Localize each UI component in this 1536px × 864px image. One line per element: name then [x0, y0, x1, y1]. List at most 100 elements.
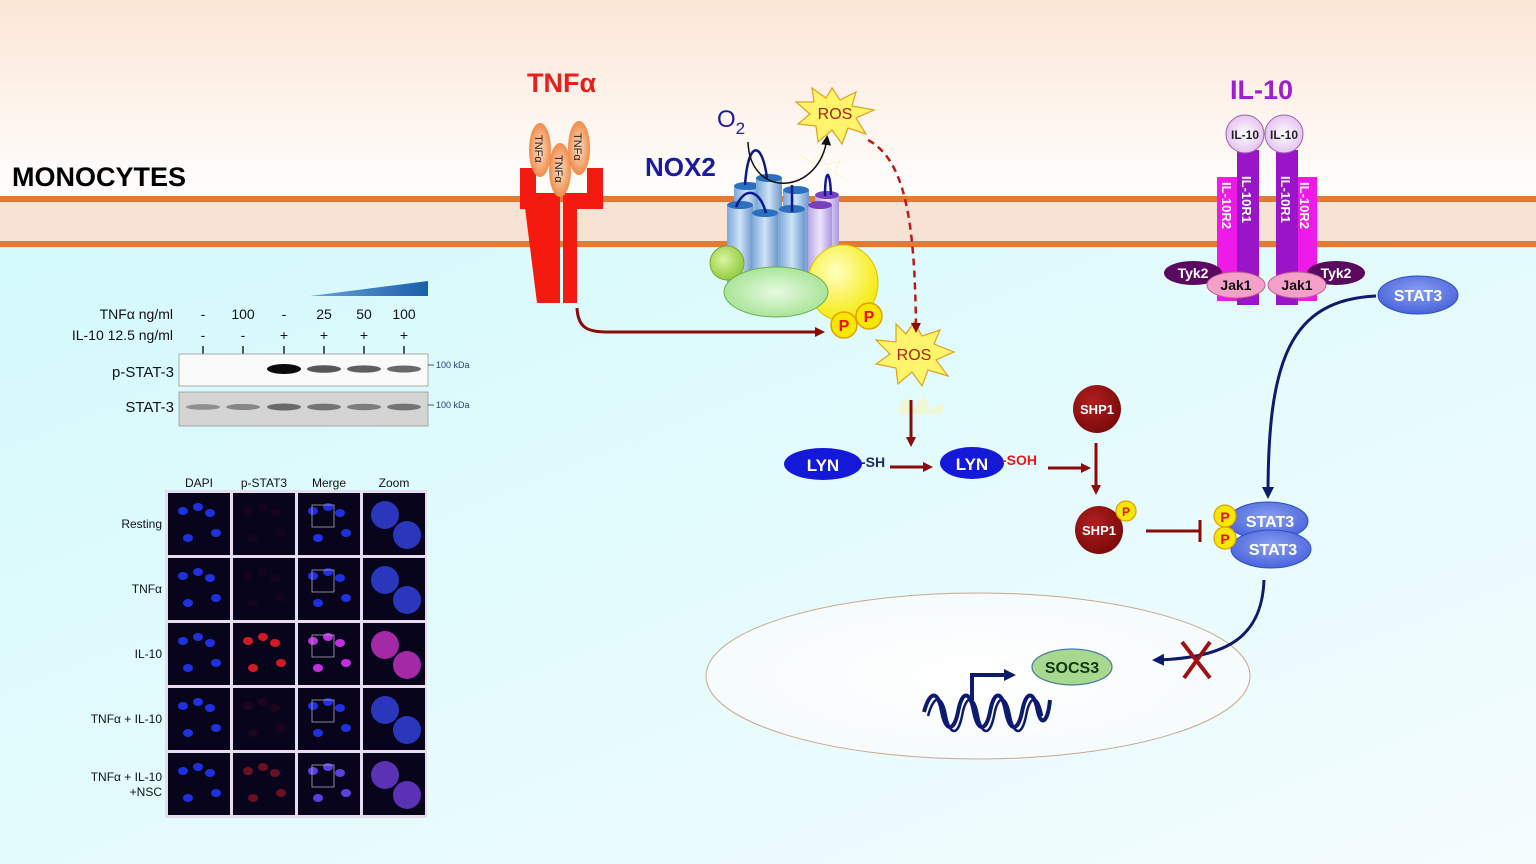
- cell-nucleus: [243, 572, 253, 580]
- ros-burst-intracellular[interactable]: [874, 320, 956, 414]
- lyn-reduced[interactable]: LYN -SH: [784, 448, 885, 480]
- svg-text:P: P: [839, 318, 850, 335]
- block-x-icon: [1180, 640, 1212, 680]
- cell-nucleus: [193, 568, 203, 576]
- sulfenic-label: -SOH: [1002, 452, 1037, 468]
- cell-nucleus: [270, 704, 280, 712]
- cell-nucleus: [178, 637, 188, 645]
- o2-to-ros-arrow: [747, 135, 832, 184]
- svg-text:Jak1: Jak1: [1281, 277, 1312, 293]
- cell-nucleus: [308, 637, 318, 645]
- stat3-to-nucleus-arrow: [1152, 579, 1266, 666]
- il10-receptor[interactable]: IL-10 IL-10 IL-10R2 IL-10R1 IL-10R1 IL-1…: [1164, 114, 1365, 305]
- zoom-region-box: [311, 764, 335, 788]
- microscopy-image-dapi: [168, 688, 230, 750]
- cell-nucleus: [205, 509, 215, 517]
- cell-nucleus: [335, 769, 345, 777]
- cell-nucleus: [258, 568, 268, 576]
- cell-nucleus: [341, 529, 351, 537]
- svg-text:P: P: [1122, 505, 1130, 519]
- cell-nucleus: [313, 534, 323, 542]
- blot-band: [226, 403, 260, 411]
- nucleus-zoom: [393, 521, 421, 549]
- microscopy-row-label: TNFα: [132, 582, 162, 596]
- microscopy-image-merge: [298, 688, 360, 750]
- svg-text:STAT3: STAT3: [1246, 514, 1294, 531]
- stat3-monomer[interactable]: STAT3: [1377, 275, 1459, 315]
- cell-nucleus: [178, 572, 188, 580]
- tnf-receptor[interactable]: [520, 168, 603, 303]
- nucleus-zoom: [393, 586, 421, 614]
- cell-nucleus: [178, 767, 188, 775]
- microscopy-image-merge: [298, 623, 360, 685]
- blot-band: [307, 403, 341, 411]
- il10-row-label: IL-10 12.5 ng/ml: [72, 327, 173, 343]
- cell-nucleus: [313, 794, 323, 802]
- microscopy-row-label: +NSC: [130, 785, 163, 799]
- il10-dose-value: +: [400, 327, 408, 343]
- dna-helix-icon: [922, 693, 1052, 733]
- microscopy-row-label: TNFα + IL-10: [91, 770, 163, 784]
- shp1-inhibits-stat3: [1146, 520, 1202, 542]
- il10-dose-value: +: [320, 327, 328, 343]
- zoom-region-box: [311, 569, 335, 593]
- microscopy-row-label: Resting: [121, 517, 162, 531]
- o2-label: O2: [717, 106, 745, 138]
- microscopy-row-label: IL-10: [135, 647, 163, 661]
- nucleus-zoom: [371, 501, 399, 529]
- il10r2-label: IL-10R2: [1297, 182, 1312, 229]
- cell-nucleus: [341, 789, 351, 797]
- cell-nucleus: [276, 594, 286, 602]
- ros-burst-extracellular[interactable]: [794, 86, 877, 146]
- pstat3-band-label: p-STAT-3: [112, 364, 174, 381]
- socs3[interactable]: SOCS3: [1031, 648, 1113, 686]
- tnf-to-nox2-arrow: [575, 307, 825, 337]
- cell-nucleus: [313, 664, 323, 672]
- cell-nucleus: [308, 572, 318, 580]
- cell-nucleus: [205, 574, 215, 582]
- blot-band: [267, 364, 301, 374]
- cell-nucleus: [276, 789, 286, 797]
- il10r1-label: IL-10R1: [1239, 176, 1254, 223]
- blot-band: [347, 403, 381, 411]
- il10-title: IL-10: [1230, 75, 1293, 105]
- cell-nucleus: [258, 763, 268, 771]
- cell-nucleus: [193, 633, 203, 641]
- lyn-oxidized[interactable]: LYN -SOH: [940, 447, 1037, 479]
- cell-nucleus: [193, 503, 203, 511]
- stat3-recruit-arrow: [1262, 294, 1377, 499]
- stat3-dimer-phosphorylated[interactable]: STAT3 STAT3 P P: [1213, 501, 1312, 569]
- stat3-blot-strip: [178, 391, 429, 427]
- nox2-complex[interactable]: P P: [709, 149, 883, 339]
- il10r1-label: IL-10R1: [1278, 176, 1293, 223]
- il10-dose-value: +: [280, 327, 288, 343]
- il10r2-label: IL-10R2: [1219, 182, 1234, 229]
- svg-text:STAT3: STAT3: [1249, 542, 1297, 559]
- microscopy-image-merge: [298, 493, 360, 555]
- cell-nucleus: [183, 534, 193, 542]
- tnf-dose-value: 25: [316, 306, 332, 322]
- zoom-region-box: [311, 699, 335, 723]
- cell-nucleus: [335, 704, 345, 712]
- tnf-row-label: TNFα ng/ml: [100, 306, 173, 322]
- pstat3-blot-strip: [178, 353, 429, 387]
- zoom-region-box: [311, 634, 335, 658]
- shp1-phosphorylated[interactable]: SHP1 P: [1075, 500, 1137, 554]
- microscopy-column-header: p-STAT3: [241, 476, 288, 490]
- cell-nucleus: [276, 724, 286, 732]
- tnf-dose-value: 50: [356, 306, 372, 322]
- svg-text:P: P: [864, 309, 875, 326]
- blot-band: [387, 365, 421, 373]
- cell-nucleus: [270, 574, 280, 582]
- cell-nucleus: [323, 698, 333, 706]
- cell-nucleus: [211, 724, 221, 732]
- tnf-title: TNFα: [527, 68, 596, 98]
- zoom-region-box: [311, 504, 335, 528]
- cell-nucleus: [270, 509, 280, 517]
- tnf-dose-value: 100: [392, 306, 416, 322]
- il10-dose-value: -: [201, 327, 206, 343]
- blot-band: [307, 365, 341, 373]
- cell-nucleus: [248, 599, 258, 607]
- shp1[interactable]: SHP1: [1073, 385, 1121, 433]
